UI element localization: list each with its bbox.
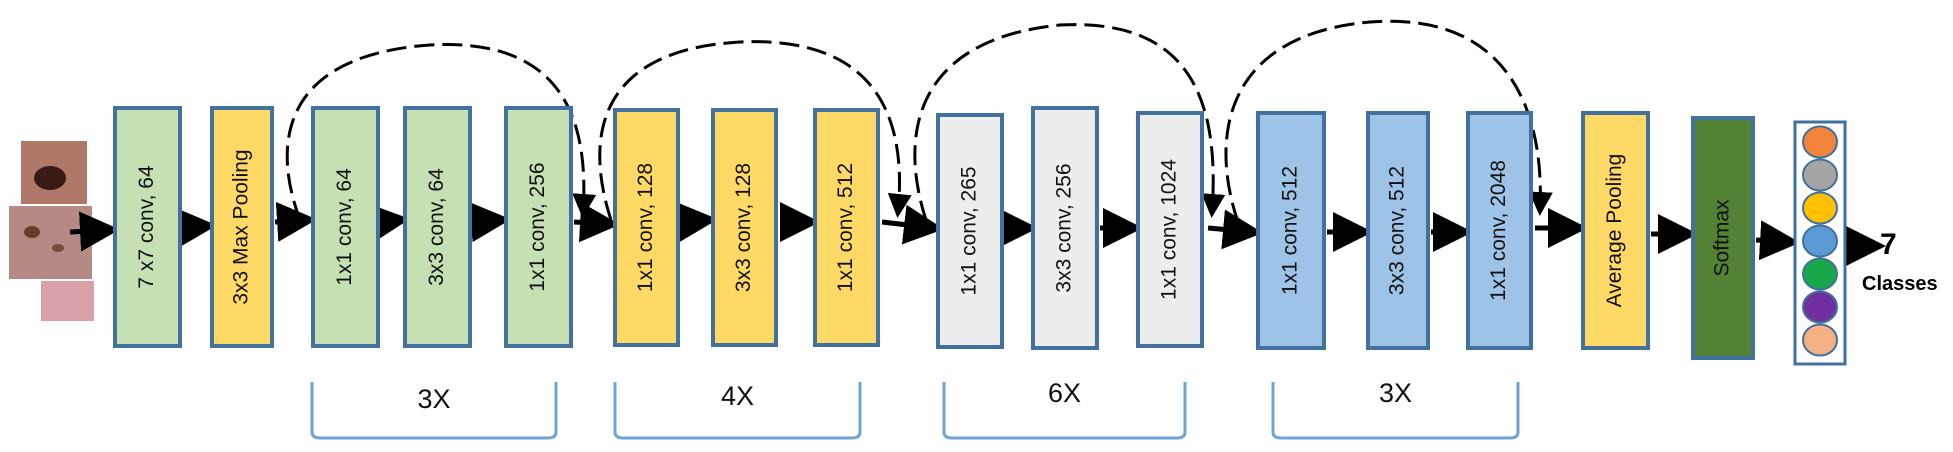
skip-connection-1 xyxy=(285,43,597,221)
class-circle-6 xyxy=(1802,290,1838,324)
layer-blocks: 7 x7 conv, 64 3x3 Max Pooling 1x1 conv, 64… xyxy=(113,106,1755,360)
bracket-label: 4X xyxy=(721,381,754,411)
block-label: 1x1 conv, 256 xyxy=(526,162,549,291)
lesion-spot xyxy=(34,166,66,190)
block-rect xyxy=(813,108,880,347)
block-label: 1x1 conv, 2048 xyxy=(1487,160,1510,301)
block-rect xyxy=(1366,111,1430,350)
bracket-line xyxy=(942,382,1187,440)
block-label: 1x1 conv, 512 xyxy=(834,163,857,292)
output-label: 7 Classes xyxy=(1862,228,1938,295)
stage-repeat-brackets: 3X 4X 6X 3X xyxy=(310,378,1520,440)
class-circle-4 xyxy=(1802,224,1838,258)
block-rect xyxy=(1031,106,1099,350)
layer-block-s4c3: 1x1 conv, 2048 xyxy=(1466,111,1533,350)
block-label: 1x1 conv, 64 xyxy=(333,168,356,286)
bracket-label: 3X xyxy=(417,384,450,414)
block-label: 3x3 conv, 64 xyxy=(425,168,448,286)
class-circles xyxy=(1802,125,1838,357)
flow-arrow-12 xyxy=(1207,209,1263,250)
lesion-spot xyxy=(24,226,40,238)
bracket-stage2: 4X xyxy=(613,381,862,440)
layer-block-s2c1: 1x1 conv, 128 xyxy=(613,108,680,347)
flow-arrow-3 xyxy=(274,201,317,242)
layer-block-s4c1: 1x1 conv, 512 xyxy=(1256,111,1326,350)
flow-arrow-9 xyxy=(881,204,944,245)
block-rect xyxy=(1581,111,1650,350)
layer-block-s1c2: 3x3 conv, 64 xyxy=(403,106,472,348)
flow-arrow-17 xyxy=(1755,220,1800,261)
block-rect xyxy=(711,108,778,347)
input-image-2 xyxy=(7,204,94,281)
class-circle-2 xyxy=(1802,158,1838,192)
block-rect xyxy=(1136,111,1204,348)
flow-arrow-5 xyxy=(469,202,511,243)
skip-connection-3 xyxy=(913,23,1226,221)
block-label: 1x1 conv, 128 xyxy=(634,163,657,292)
block-rect xyxy=(403,106,472,348)
block-rect xyxy=(1466,111,1533,350)
layer-block-s3c3: 1x1 conv, 1024 xyxy=(1136,111,1204,348)
layer-block-conv7: 7 x7 conv, 64 xyxy=(113,106,182,348)
flow-arrow-1 xyxy=(69,211,120,252)
bracket-label: 6X xyxy=(1048,378,1081,408)
block-rect xyxy=(1691,116,1755,360)
layer-block-s1c3: 1x1 conv, 256 xyxy=(504,106,573,348)
flow-arrow-6 xyxy=(573,202,620,243)
output-class-count: 7 xyxy=(1880,228,1897,261)
layer-block-s2c3: 1x1 conv, 512 xyxy=(813,108,880,347)
layer-block-s1c1: 1x1 conv, 64 xyxy=(311,106,380,348)
output-class-label: Classes xyxy=(1862,273,1938,295)
block-label: 3x3 conv, 128 xyxy=(732,163,755,292)
block-rect xyxy=(311,106,380,348)
output-classes xyxy=(1793,120,1847,366)
layer-block-s3c1: 1x1 conv, 265 xyxy=(936,113,1004,349)
bracket-line xyxy=(1271,382,1520,440)
block-label: Softmax xyxy=(1711,199,1734,277)
block-label: Average Pooling xyxy=(1603,154,1626,308)
skip-connection-2 xyxy=(598,40,912,221)
block-label: 3x3 conv, 512 xyxy=(1386,166,1409,295)
block-rect xyxy=(936,113,1004,349)
bracket-label: 3X xyxy=(1379,378,1412,408)
flow-arrows xyxy=(69,201,1886,266)
bracket-stage1: 3X xyxy=(310,382,558,440)
block-label: 3x3 conv, 256 xyxy=(1053,163,1076,292)
block-rect xyxy=(113,106,182,348)
block-rect xyxy=(504,106,573,348)
bracket-stage3: 6X xyxy=(942,378,1187,440)
layer-block-s4c2: 3x3 conv, 512 xyxy=(1366,111,1430,350)
block-label: 7 x7 conv, 64 xyxy=(135,165,158,289)
block-rect xyxy=(1256,111,1326,350)
layer-block-s2c2: 3x3 conv, 128 xyxy=(711,108,778,347)
layer-block-maxpool: 3x3 Max Pooling xyxy=(210,106,274,348)
block-label: 1x1 conv, 265 xyxy=(958,166,981,295)
skip-connections xyxy=(285,19,1553,223)
bracket-line xyxy=(613,382,862,440)
input-image-1 xyxy=(19,139,89,211)
layer-block-s3c2: 3x3 conv, 256 xyxy=(1031,106,1099,350)
layer-block-softmax: Softmax xyxy=(1691,116,1755,360)
block-rect xyxy=(210,106,274,348)
flow-arrow-4 xyxy=(367,203,410,244)
block-label: 1x1 conv, 512 xyxy=(1279,166,1302,295)
lesion-spot xyxy=(52,244,64,252)
class-circle-3 xyxy=(1802,191,1838,225)
class-circle-7 xyxy=(1802,323,1838,357)
block-label: 1x1 conv, 1024 xyxy=(1158,159,1181,300)
layer-block-avgpool: Average Pooling xyxy=(1581,111,1650,350)
bracket-line xyxy=(310,382,558,440)
flow-arrow-7 xyxy=(676,202,718,243)
bracket-stage4: 3X xyxy=(1271,378,1520,440)
block-rect xyxy=(613,108,680,347)
block-label: 3x3 Max Pooling xyxy=(230,149,253,304)
class-circle-5 xyxy=(1802,257,1838,291)
class-circle-1 xyxy=(1802,125,1838,159)
